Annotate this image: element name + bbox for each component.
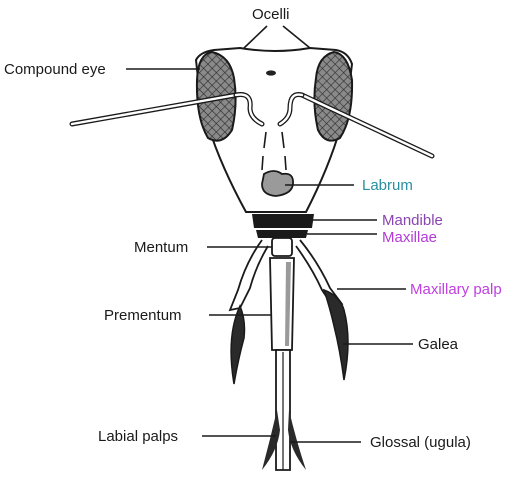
maxillae-shape <box>256 230 308 238</box>
label-mandible: Mandible <box>382 212 443 229</box>
labrum-shape <box>262 171 293 196</box>
label-mentum: Mentum <box>134 239 188 256</box>
mentum-shape <box>272 238 292 256</box>
median-ocellus <box>266 70 276 75</box>
right-maxilla <box>296 240 348 380</box>
label-compound-eye: Compound eye <box>4 61 106 78</box>
label-labial-palps: Labial palps <box>98 428 178 445</box>
label-maxillae: Maxillae <box>382 229 437 246</box>
label-ocelli: Ocelli <box>252 6 290 23</box>
label-labrum: Labrum <box>362 177 413 194</box>
label-glossal: Glossal (ugula) <box>370 434 471 451</box>
label-galea: Galea <box>418 336 459 353</box>
right-compound-eye <box>314 52 352 141</box>
mandible-shape <box>252 214 314 228</box>
label-prementum: Prementum <box>104 307 182 324</box>
label-maxillary-palp: Maxillary palp <box>410 281 502 298</box>
left-maxilla <box>230 240 268 384</box>
